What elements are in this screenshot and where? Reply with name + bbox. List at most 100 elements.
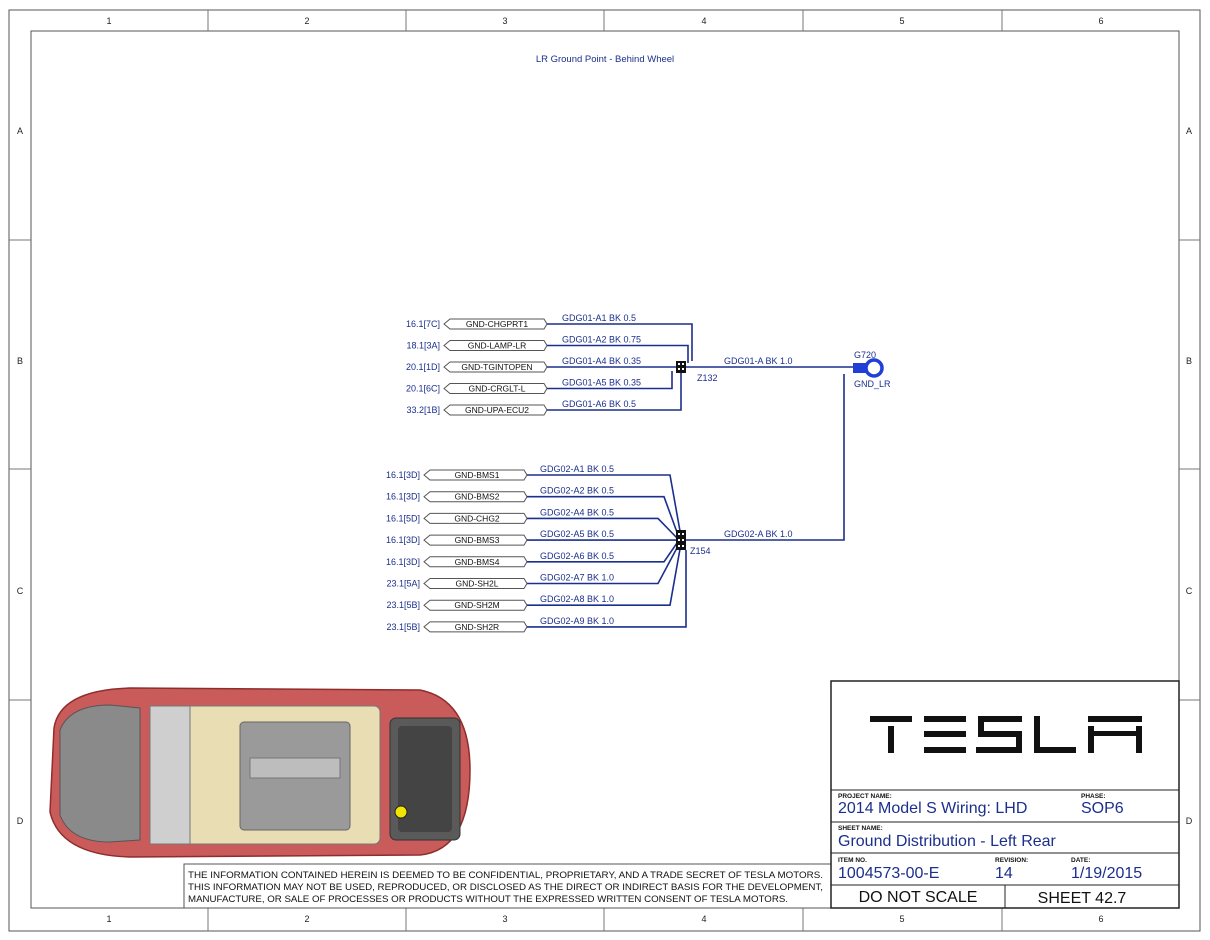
zone-col-5-bottom: 5 xyxy=(899,914,904,924)
splice1-branch-5-sheet-ref[interactable]: 33.2[1B] xyxy=(406,405,440,415)
zone-col-3-top: 3 xyxy=(502,16,507,26)
splice1-z132-block-inner-4 xyxy=(682,368,684,370)
splice2-branch-6-net-label: GND-SH2L xyxy=(456,579,499,589)
splice2-branch-4-net-label: GND-BMS3 xyxy=(455,535,500,545)
splice2-z154-block-inner-2 xyxy=(682,533,684,535)
vehicle-location-illustration xyxy=(49,687,471,858)
splice2-z154-block[interactable] xyxy=(676,530,686,550)
title-block: TESLA xyxy=(830,680,1180,909)
splice1-main-wire-label: GDG01-A BK 1.0 xyxy=(724,356,793,366)
splice2-z154-block-inner-6 xyxy=(682,545,684,547)
diagram-title: LR Ground Point - Behind Wheel xyxy=(536,54,674,65)
phase: SOP6 xyxy=(1081,800,1124,817)
splice2-branch-1-net-label: GND-BMS1 xyxy=(455,470,500,480)
date-label: DATE: xyxy=(1071,857,1090,864)
splice1-branch-2-wire-label: GDG01-A2 BK 0.75 xyxy=(562,335,641,345)
splice2-branch-5-wire-label: GDG02-A6 BK 0.5 xyxy=(540,551,614,561)
zone-col-6-bottom: 6 xyxy=(1098,914,1103,924)
splice2-branch-3-sheet-ref[interactable]: 16.1[5D] xyxy=(386,513,420,523)
splice1-branch-1-sheet-ref[interactable]: 16.1[7C] xyxy=(406,319,440,329)
splice1-branch-4-wire xyxy=(547,371,673,390)
zone-col-1-bottom: 1 xyxy=(106,914,111,924)
car-center-console-icon xyxy=(249,757,341,779)
splice2-branch-6-sheet-ref[interactable]: 23.1[5A] xyxy=(386,579,420,589)
splice1-branch-1-wire xyxy=(547,323,693,361)
car-dash-icon xyxy=(149,705,191,845)
splice2-branch-3-wire xyxy=(527,517,678,539)
splice2-branch-8-wire-label: GDG02-A9 BK 1.0 xyxy=(540,616,614,626)
splice2-branch-2-net-label: GND-BMS2 xyxy=(455,492,500,502)
revision-label: REVISION: xyxy=(995,857,1028,864)
splice1-branch-2-wire xyxy=(547,344,689,363)
zone-col-2-top: 2 xyxy=(304,16,309,26)
ground-point-name: GND_LR xyxy=(854,379,891,389)
zone-row-d-left: D xyxy=(17,816,24,826)
splice1-z132-block[interactable] xyxy=(676,361,686,373)
splice2-branch-6-wire-label: GDG02-A7 BK 1.0 xyxy=(540,573,614,583)
zone-row-c-left: C xyxy=(17,586,24,596)
revision: 14 xyxy=(995,865,1013,882)
item-no: 1004573-00-E xyxy=(838,865,939,882)
splice1-branch-5-net-label: GND-UPA-ECU2 xyxy=(465,405,529,415)
splice2-z154-block-inner-3 xyxy=(678,539,680,541)
car-rear-trunk-floor-icon xyxy=(398,726,452,832)
splice2-branch-8-wire xyxy=(527,550,687,628)
splice2-branch-5-sheet-ref[interactable]: 16.1[3D] xyxy=(386,557,420,567)
splice1-branch-2-sheet-ref[interactable]: 18.1[3A] xyxy=(406,341,440,351)
splice2-branch-1-wire xyxy=(527,474,681,532)
splice1-branch-4-sheet-ref[interactable]: 20.1[6C] xyxy=(406,384,440,394)
splice2-branch-2-wire xyxy=(527,495,679,536)
splice1-ref-label: Z132 xyxy=(697,373,718,383)
splice1-branch-3-sheet-ref[interactable]: 20.1[1D] xyxy=(406,362,440,372)
splice2-branch-4-sheet-ref[interactable]: 16.1[3D] xyxy=(386,535,420,545)
car-front-trunk-icon xyxy=(59,704,141,843)
ground-lug-icon xyxy=(853,363,867,373)
splice2-branch-8-sheet-ref[interactable]: 23.1[5B] xyxy=(386,622,420,632)
splice2-branch-5-net-label: GND-BMS4 xyxy=(455,557,500,567)
splice1-branch-5-wire-label: GDG01-A6 BK 0.5 xyxy=(562,399,636,409)
ground-location-dot-icon xyxy=(394,805,408,819)
splice2-z154-block-inner xyxy=(678,533,680,535)
tesla-logo xyxy=(870,716,1142,753)
splice2-branch-6-wire xyxy=(527,545,679,585)
splice1-branch-3-wire-label: GDG01-A4 BK 0.35 xyxy=(562,356,641,366)
splice2-z154-block-inner-5 xyxy=(678,545,680,547)
item-no-label: ITEM NO. xyxy=(838,857,867,864)
splice1-branch-2-net-label: GND-LAMP-LR xyxy=(468,341,527,351)
ground-point-g720[interactable] xyxy=(853,358,884,378)
splice2-main-wire xyxy=(686,374,845,541)
splice1-branch-1-wire-label: GDG01-A1 BK 0.5 xyxy=(562,313,636,323)
splice2-branch-2-sheet-ref[interactable]: 16.1[3D] xyxy=(386,492,420,502)
splice2-z154-block-inner-4 xyxy=(682,539,684,541)
splice1-z132-block-inner xyxy=(678,363,680,365)
zone-dividers xyxy=(9,10,1200,931)
splice1-branch-4-wire-label: GDG01-A5 BK 0.35 xyxy=(562,378,641,388)
zone-row-a-right: A xyxy=(1186,126,1192,136)
phase-label: PHASE: xyxy=(1081,793,1106,800)
splice1-branch-4-net-label: GND-CRGLT-L xyxy=(469,384,526,394)
project-name-label: PROJECT NAME: xyxy=(838,793,892,800)
splice2-ref-label: Z154 xyxy=(690,546,711,556)
scale-note: DO NOT SCALE xyxy=(859,889,978,906)
splice1-z132-block-inner-2 xyxy=(682,363,684,365)
splice2-branch-7-wire-label: GDG02-A8 BK 1.0 xyxy=(540,594,614,604)
sheet-number: SHEET 42.7 xyxy=(1038,890,1127,907)
splice2-branch-7-sheet-ref[interactable]: 23.1[5B] xyxy=(386,600,420,610)
splice2-branch-1-sheet-ref[interactable]: 16.1[3D] xyxy=(386,470,420,480)
zone-labels: 1 2 3 4 5 6 1 2 3 4 5 6 A B C D A B C D xyxy=(17,16,1193,924)
date: 1/19/2015 xyxy=(1071,865,1142,882)
zone-row-b-left: B xyxy=(17,356,23,366)
zone-col-4-bottom: 4 xyxy=(701,914,706,924)
zone-row-d-right: D xyxy=(1186,816,1193,826)
disclaimer-line-3: MANUFACTURE, OR SALE OF PROCESSES OR PRO… xyxy=(188,894,788,905)
project-name: 2014 Model S Wiring: LHD xyxy=(838,800,1027,817)
splice1-z132-block-inner-3 xyxy=(678,368,680,370)
splice2-branch-2-wire-label: GDG02-A2 BK 0.5 xyxy=(540,486,614,496)
zone-col-2-bottom: 2 xyxy=(304,914,309,924)
splice2-branch-5-wire xyxy=(527,542,678,563)
zone-row-c-right: C xyxy=(1186,586,1193,596)
splice2-branch-7-wire xyxy=(527,548,681,606)
splice2-branch-4-wire-label: GDG02-A5 BK 0.5 xyxy=(540,529,614,539)
